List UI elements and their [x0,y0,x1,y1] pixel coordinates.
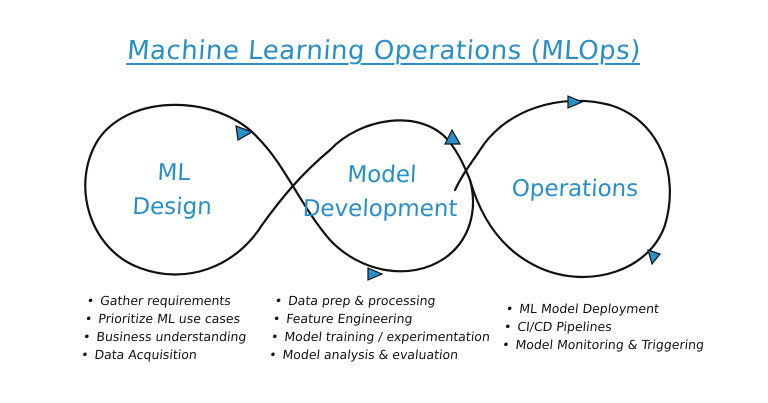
phase-label: ML [156,160,191,186]
arrow-icon [647,249,662,266]
development-loop-upper [256,136,474,273]
phase-ml-design: ML Design [116,156,230,224]
list-item: Model Monitoring & Triggering [501,336,705,354]
list-item: Prioritize ML use cases [84,310,249,328]
phase-label: Development [302,196,459,222]
phase-label: Design [131,194,213,220]
list-item: Gather requirements [86,292,251,310]
list-item: Business understanding [82,328,248,346]
arrow-icon [444,128,462,145]
list-item: CI/CD Pipelines [503,318,707,336]
list-item: Model analysis & evaluation [268,346,489,364]
design-loop [84,103,332,276]
phase-label: Model [346,162,418,188]
arrow-icon [567,95,584,109]
arrow-icon [235,125,254,141]
list-item: Data Acquisition [80,346,245,364]
list-item: ML Model Deployment [505,300,709,318]
design-bullet-list: Gather requirements Prioritize ML use ca… [80,292,251,364]
operations-bullet-list: ML Model Deployment CI/CD Pipelines Mode… [501,300,709,354]
list-item: Model training / experimentation [270,328,491,346]
development-bullet-list: Data prep & processing Feature Engineeri… [268,292,494,364]
list-item: Data prep & processing [274,292,495,310]
list-item: Feature Engineering [272,310,493,328]
phase-operations: Operations [499,172,651,206]
phase-label: Operations [511,176,639,202]
arrow-icon [367,267,384,281]
phase-model-development: Model Development [290,158,472,226]
